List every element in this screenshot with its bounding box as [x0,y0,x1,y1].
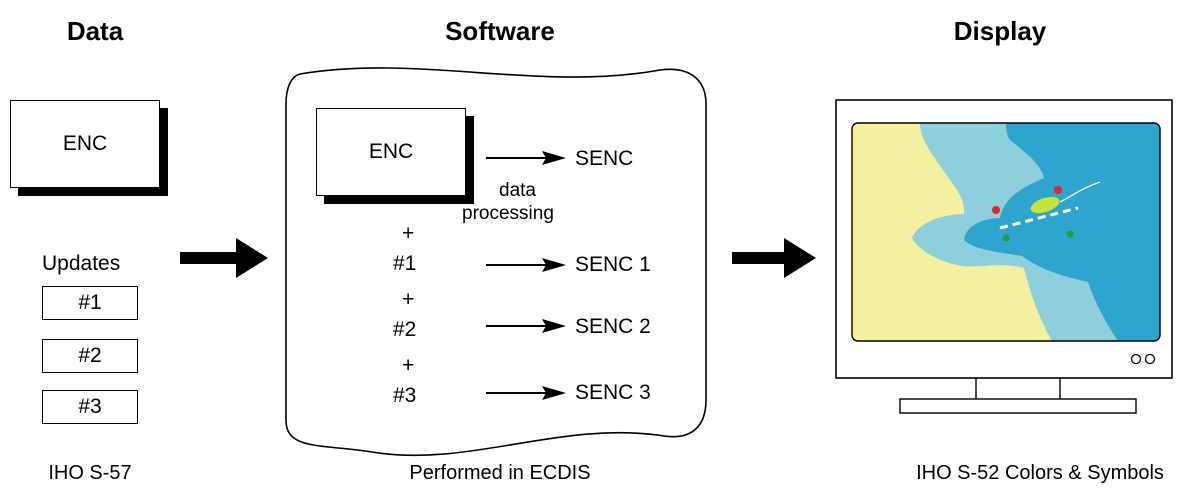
software-to-display-arrow [732,238,816,278]
deep-water-area [964,123,1160,341]
update-box-1: #1 [42,286,138,320]
buoy-green-1 [1002,234,1010,242]
output-senc-3: SENC 3 [575,381,651,404]
buoy-green-2 [1066,230,1074,238]
enc-software-box: ENC [316,108,466,196]
output-senc: SENC [575,147,634,170]
update-box-2: #2 [42,339,138,373]
plus-sign-2: + [402,288,415,311]
monitor-stand-base [899,398,1137,414]
display-caption: IHO S-52 Colors & Symbols [916,462,1164,484]
update-box-3: #3 [42,390,138,424]
output-senc-2: SENC 2 [575,315,651,338]
monitor-knob-1 [1130,353,1142,365]
screen-frame [851,122,1161,342]
vessel-icon [1030,196,1060,214]
output-senc-1: SENC 1 [575,253,651,276]
input-update-1: #1 [393,252,417,275]
enc-data-label: ENC [62,132,108,155]
software-heading: Software [445,16,555,46]
arrow-to-senc [486,151,566,165]
processing-label-line2: processing [462,203,554,224]
data-to-software-arrow [180,238,268,278]
plus-sign-1: + [402,222,415,245]
arrow-to-senc-3 [486,386,566,400]
buoy-red-2 [1054,186,1062,194]
input-update-2: #2 [393,318,417,341]
buoy-red-1 [992,206,1000,214]
display-heading: Display [953,16,1047,46]
update-label-1: #1 [78,291,102,314]
update-label-2: #2 [78,344,102,367]
arrow-to-senc-2 [486,319,566,333]
update-label-3: #3 [78,395,102,418]
plus-sign-3: + [402,354,415,377]
software-caption: Performed in ECDIS [409,462,591,484]
data-caption: IHO S-57 [48,462,132,484]
vessel-track [1059,181,1101,203]
monitor-knob-2 [1144,353,1156,365]
processing-label-line1: data [499,180,536,201]
updates-label: Updates [42,252,121,275]
data-heading: Data [66,16,124,46]
chart-screen [852,123,1160,341]
input-update-3: #3 [393,384,417,407]
route-line [999,206,1079,230]
arrow-to-senc-1 [486,258,566,272]
monitor-stand-neck [975,375,1061,401]
enc-software-label: ENC [368,140,414,163]
enc-data-box: ENC [10,100,160,188]
